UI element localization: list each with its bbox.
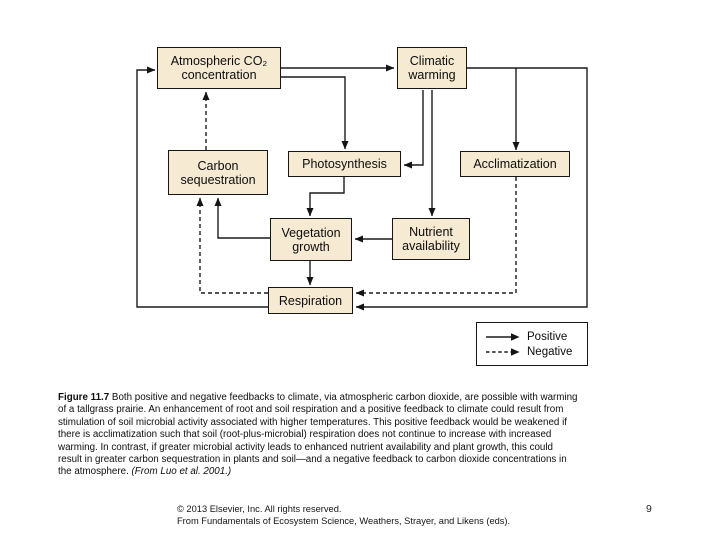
arrow-legend: Positive Negative — [476, 322, 588, 366]
node-vegetation-growth: Vegetation growth — [270, 218, 352, 261]
node-photosynthesis: Photosynthesis — [288, 151, 401, 177]
edge-respiration-to-sequestration-negative — [196, 197, 268, 294]
edge-vegetation-to-sequestration — [214, 197, 270, 239]
dashed-arrow-icon — [486, 347, 520, 356]
legend-positive-label: Positive — [527, 330, 568, 343]
edge-warming-to-respiration — [355, 67, 588, 311]
edge-warming-to-photosynthesis — [403, 90, 424, 169]
solid-arrow-icon — [486, 332, 520, 341]
slide-footer: © 2013 Elsevier, Inc. All rights reserve… — [177, 503, 597, 528]
node-atmospheric-co2: Atmospheric CO₂ concentration — [157, 47, 281, 89]
figure-caption: Figure 11.7 Both positive and negative f… — [58, 392, 578, 479]
edge-respiration-to-co2 — [136, 66, 268, 308]
node-nutrient-availability: Nutrient availability — [392, 218, 470, 260]
node-atmospheric-co2-label: Atmospheric CO₂ concentration — [170, 54, 268, 82]
node-vegetation-growth-label: Vegetation growth — [281, 225, 341, 254]
node-acclimatization-label: Acclimatization — [473, 157, 557, 171]
node-nutrient-availability-label: Nutrient availability — [402, 225, 460, 253]
figure-caption-body: Both positive and negative feedbacks to … — [58, 392, 578, 478]
node-carbon-sequestration: Carbon sequestration — [168, 150, 268, 195]
edge-co2-to-photosynthesis — [281, 76, 349, 150]
figure-caption-citation: (From Luo et al. 2001.) — [131, 466, 232, 478]
legend-row-positive: Positive — [485, 331, 587, 343]
node-carbon-sequestration-label: Carbon sequestration — [180, 158, 256, 187]
node-respiration: Respiration — [268, 287, 353, 314]
legend-negative-label: Negative — [527, 345, 573, 358]
node-climatic-warming: Climatic warming — [397, 47, 467, 89]
edge-acclimatization-to-respiration-negative — [355, 177, 517, 297]
figure-caption-label: Figure 11.7 — [58, 392, 110, 403]
node-climatic-warming-label: Climatic warming — [408, 54, 456, 82]
footer-source: From Fundamentals of Ecosystem Science, … — [177, 516, 511, 527]
legend-row-negative: Negative — [485, 346, 587, 358]
edge-photosynthesis-to-vegetation — [306, 177, 345, 217]
page-number: 9 — [646, 503, 652, 515]
node-acclimatization: Acclimatization — [460, 151, 570, 177]
node-photosynthesis-label: Photosynthesis — [302, 157, 387, 171]
node-respiration-label: Respiration — [278, 293, 343, 308]
footer-copyright: © 2013 Elsevier, Inc. All rights reserve… — [177, 504, 342, 514]
